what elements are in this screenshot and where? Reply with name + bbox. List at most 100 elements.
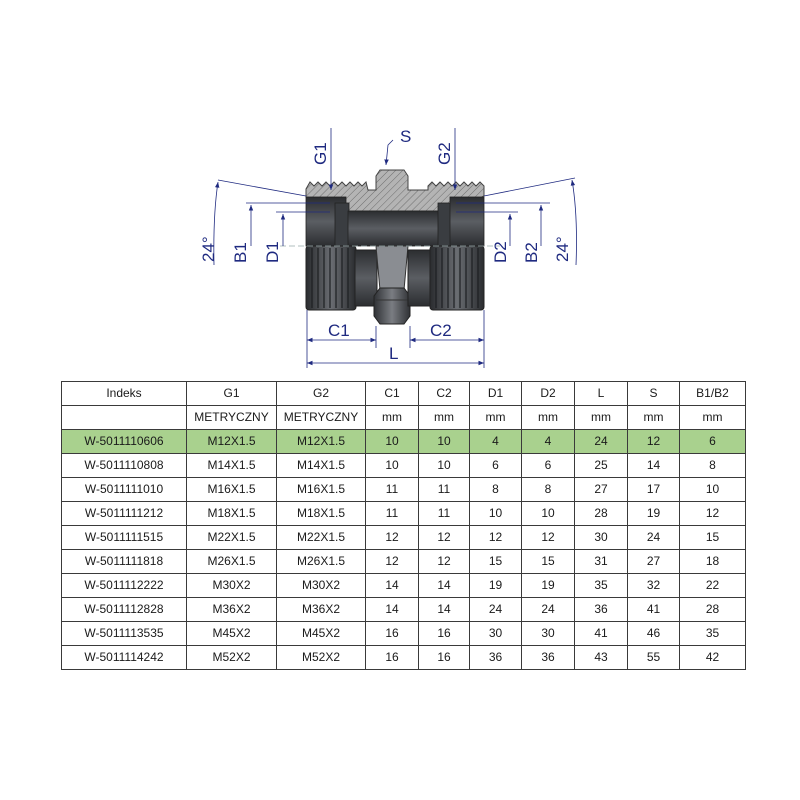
value-cell: 12: [521, 525, 575, 550]
value-cell: M45X2: [186, 621, 277, 646]
value-cell: 15: [469, 549, 522, 574]
value-cell: M14X1.5: [186, 453, 277, 478]
value-cell: 30: [574, 525, 628, 550]
value-cell: 14: [365, 597, 419, 622]
value-cell: 15: [521, 549, 575, 574]
label-c2: C2: [430, 321, 452, 340]
unit-cell: mm: [365, 405, 419, 430]
column-header: B1/B2: [679, 381, 746, 406]
value-cell: M22X1.5: [186, 525, 277, 550]
value-cell: M12X1.5: [186, 429, 277, 454]
value-cell: 11: [418, 501, 470, 526]
value-cell: M14X1.5: [276, 453, 366, 478]
value-cell: 12: [418, 525, 470, 550]
value-cell: M52X2: [186, 645, 277, 670]
value-cell: 16: [418, 645, 470, 670]
column-header: C2: [418, 381, 470, 406]
value-cell: 10: [679, 477, 746, 502]
column-header: L: [574, 381, 628, 406]
index-cell: W-5011111515: [61, 525, 187, 550]
label-g2: G2: [435, 142, 454, 165]
value-cell: M36X2: [186, 597, 277, 622]
unit-cell: mm: [679, 405, 746, 430]
value-cell: 19: [469, 573, 522, 598]
value-cell: M16X1.5: [186, 477, 277, 502]
unit-cell: mm: [521, 405, 575, 430]
value-cell: 19: [521, 573, 575, 598]
value-cell: 35: [679, 621, 746, 646]
value-cell: 18: [679, 549, 746, 574]
value-cell: 12: [627, 429, 680, 454]
value-cell: 41: [627, 597, 680, 622]
value-cell: 12: [469, 525, 522, 550]
value-cell: 24: [521, 597, 575, 622]
value-cell: 30: [469, 621, 522, 646]
column-header: G2: [276, 381, 366, 406]
column-header: S: [627, 381, 680, 406]
value-cell: 19: [627, 501, 680, 526]
index-cell: W-5011110808: [61, 453, 187, 478]
value-cell: 12: [365, 525, 419, 550]
value-cell: 12: [679, 501, 746, 526]
value-cell: 28: [574, 501, 628, 526]
value-cell: 28: [679, 597, 746, 622]
value-cell: 55: [627, 645, 680, 670]
value-cell: 6: [521, 453, 575, 478]
value-cell: 8: [521, 477, 575, 502]
value-cell: 4: [469, 429, 522, 454]
value-cell: 24: [574, 429, 628, 454]
value-cell: 10: [521, 501, 575, 526]
column-header: C1: [365, 381, 419, 406]
fitting-external-view: [280, 245, 500, 325]
value-cell: 24: [627, 525, 680, 550]
value-cell: 8: [679, 453, 746, 478]
value-cell: 14: [627, 453, 680, 478]
label-c1: C1: [328, 321, 350, 340]
table-units-row: METRYCZNY METRYCZNY mm mm mm mm mm mm mm: [61, 405, 746, 430]
value-cell: 16: [365, 621, 419, 646]
column-header: Indeks: [61, 381, 187, 406]
value-cell: 32: [627, 573, 680, 598]
value-cell: 12: [365, 549, 419, 574]
value-cell: 8: [469, 477, 522, 502]
value-cell: 11: [365, 501, 419, 526]
specification-table: Indeks G1 G2 C1 C2 D1 D2 L S B1/B2 METRY…: [61, 381, 746, 670]
value-cell: M12X1.5: [276, 429, 366, 454]
value-cell: 35: [574, 573, 628, 598]
table-header-row: Indeks G1 G2 C1 C2 D1 D2 L S B1/B2: [61, 381, 746, 406]
value-cell: M30X2: [276, 573, 366, 598]
value-cell: 6: [469, 453, 522, 478]
fitting-drawing: S G1 G2 24° B1 D1 D2 B2 24° C1 C2 L: [199, 127, 577, 368]
index-cell: W-5011113535: [61, 621, 187, 646]
label-b2: B2: [522, 242, 541, 263]
value-cell: 24: [469, 597, 522, 622]
index-cell: W-5011111010: [61, 477, 187, 502]
value-cell: 16: [365, 645, 419, 670]
value-cell: 14: [418, 573, 470, 598]
value-cell: 10: [365, 429, 419, 454]
column-header: D1: [469, 381, 522, 406]
label-s: S: [400, 127, 411, 146]
value-cell: 10: [418, 453, 470, 478]
value-cell: 16: [418, 621, 470, 646]
value-cell: M30X2: [186, 573, 277, 598]
label-angle-left: 24°: [199, 236, 218, 262]
value-cell: 17: [627, 477, 680, 502]
value-cell: 14: [418, 597, 470, 622]
label-b1: B1: [231, 242, 250, 263]
value-cell: 27: [574, 477, 628, 502]
value-cell: M26X1.5: [276, 549, 366, 574]
value-cell: M18X1.5: [186, 501, 277, 526]
value-cell: M22X1.5: [276, 525, 366, 550]
value-cell: 4: [521, 429, 575, 454]
value-cell: 30: [521, 621, 575, 646]
index-cell: W-5011111818: [61, 549, 187, 574]
value-cell: 10: [469, 501, 522, 526]
value-cell: 6: [679, 429, 746, 454]
label-g1: G1: [311, 142, 330, 165]
unit-cell: mm: [574, 405, 628, 430]
value-cell: 14: [365, 573, 419, 598]
